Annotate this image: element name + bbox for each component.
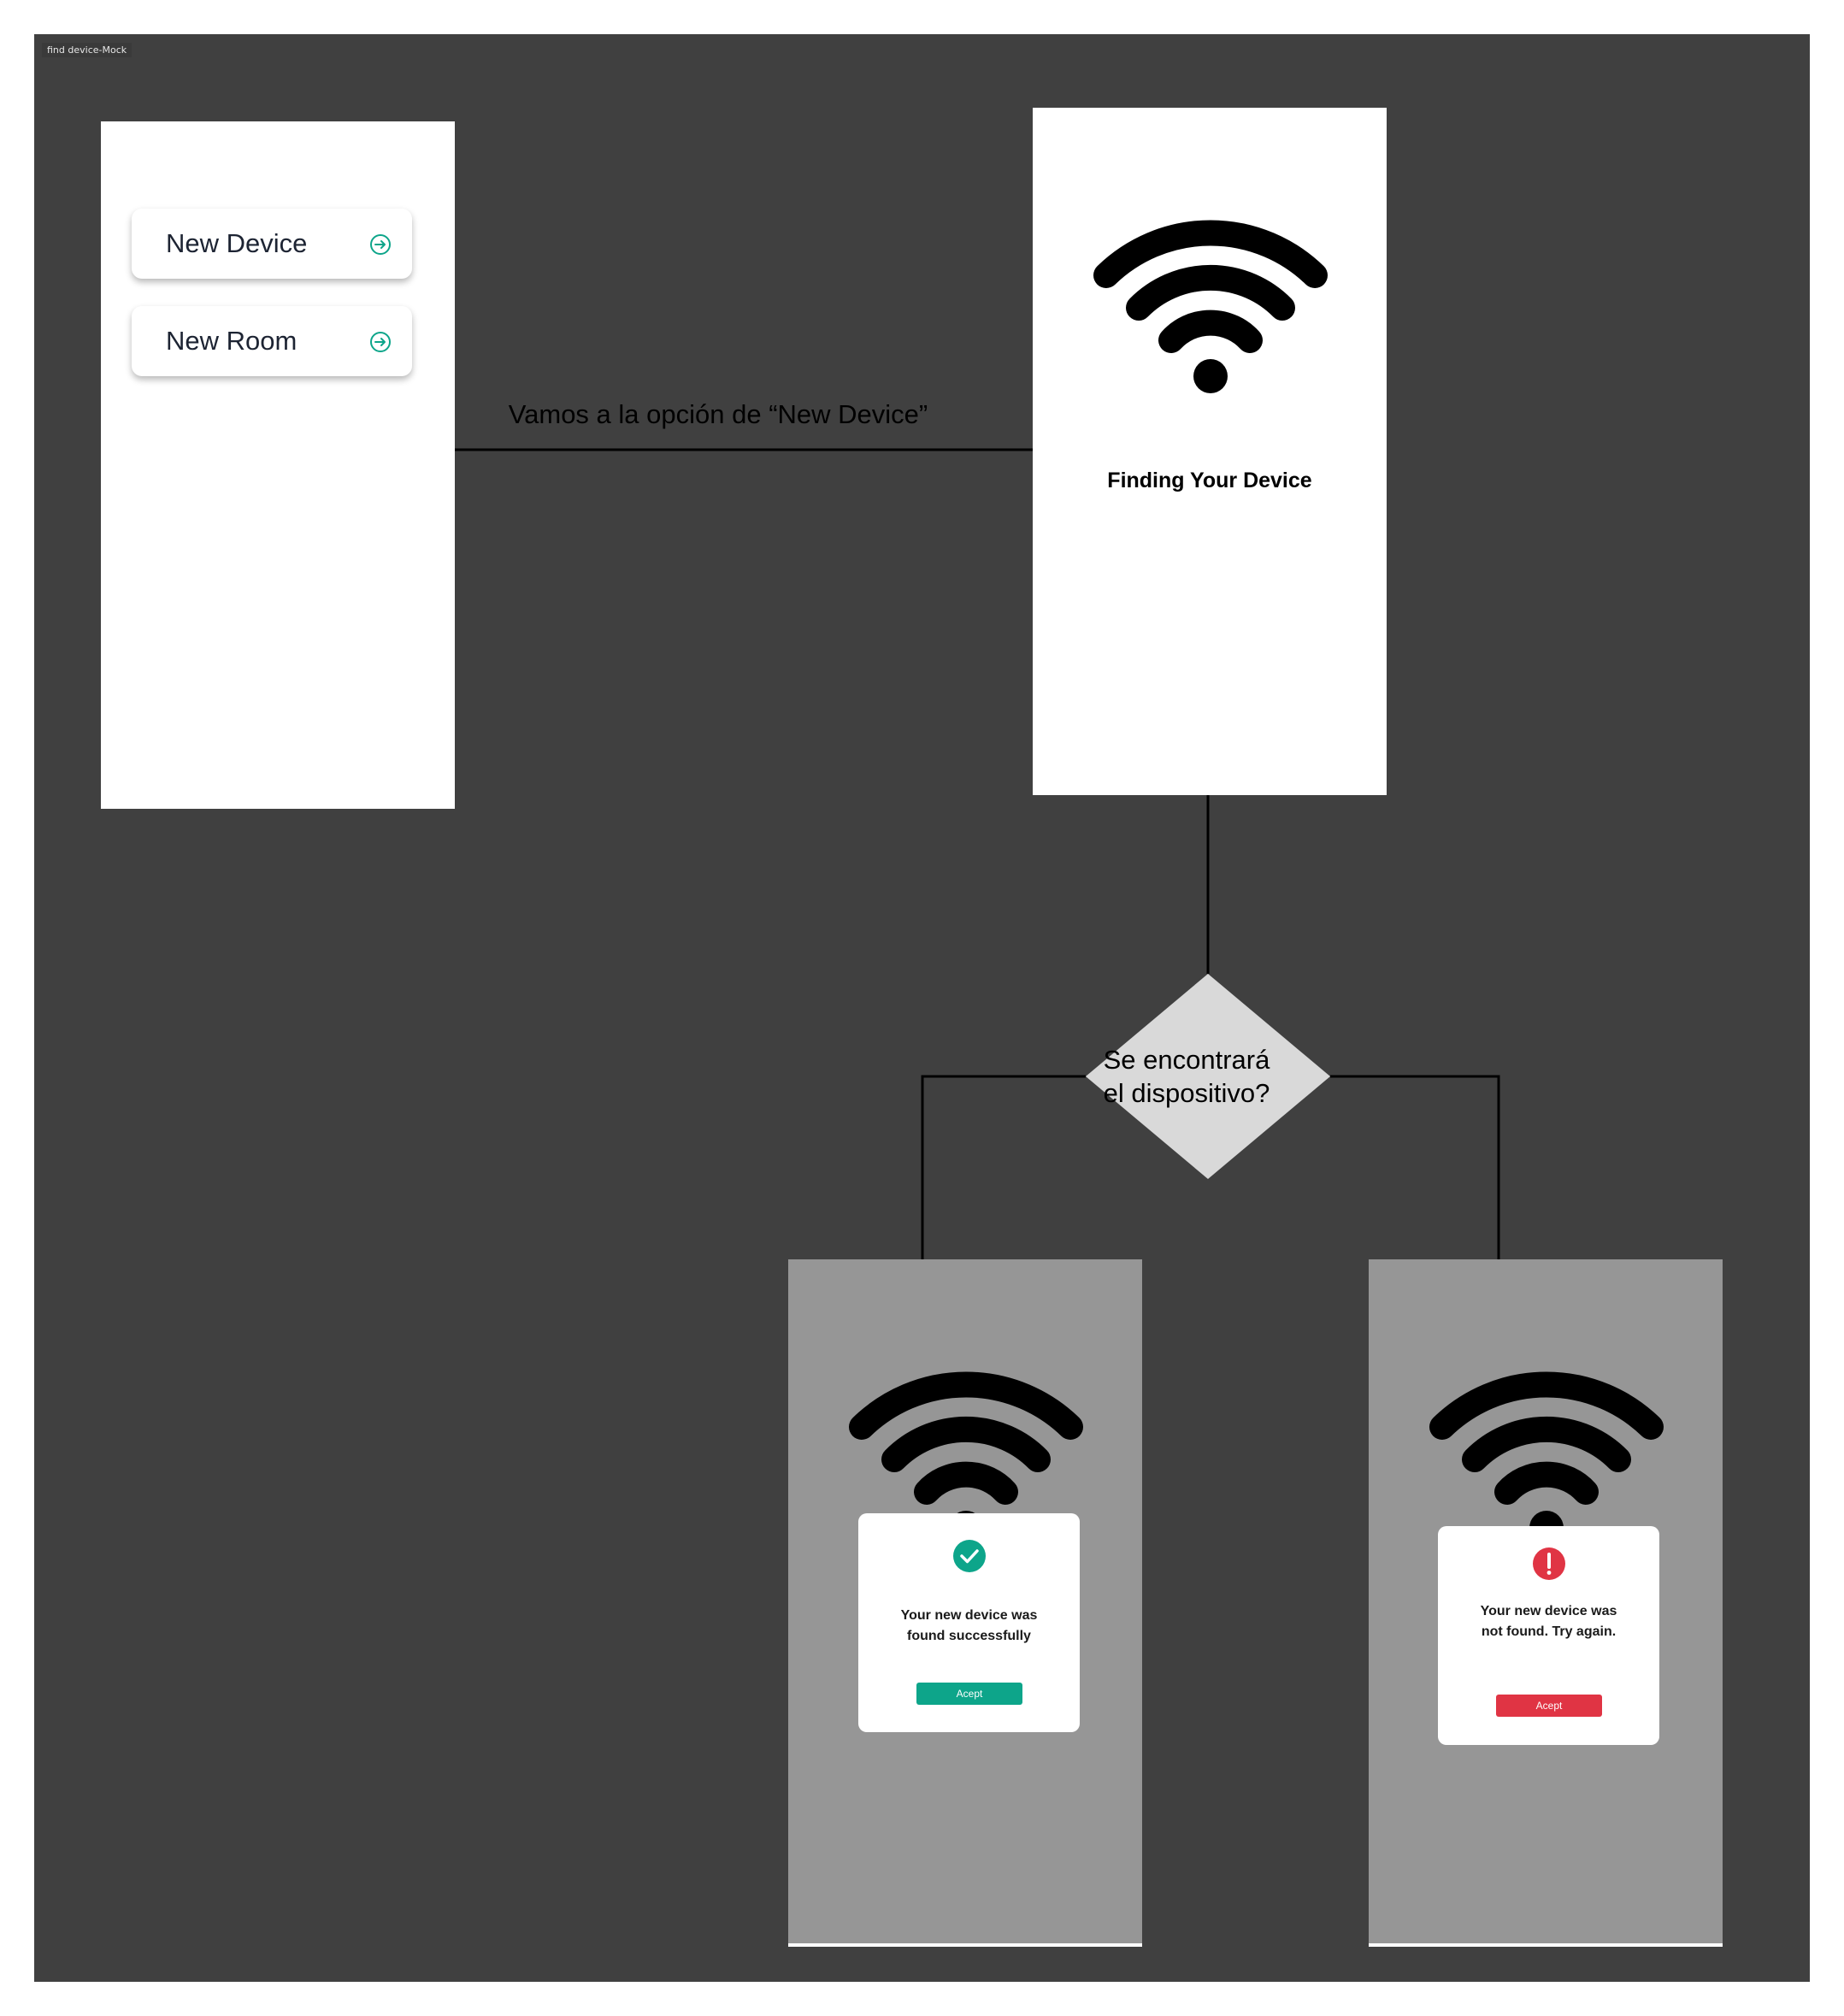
failure-message: Your new device was not found. Try again… <box>1438 1601 1659 1642</box>
success-message: Your new device was found successfully <box>858 1606 1080 1647</box>
success-dialog: Your new device was found successfully A… <box>858 1513 1080 1732</box>
success-accept-button[interactable]: Acept <box>916 1683 1022 1705</box>
arrow-right-circle-icon <box>370 234 391 255</box>
success-message-line2: found successfully <box>907 1629 1031 1643</box>
finding-title: Finding Your Device <box>1107 469 1312 492</box>
finding-screen: Finding Your Device <box>1033 108 1387 795</box>
success-message-line1: Your new device was <box>900 1608 1038 1623</box>
decision-label-line2: el dispositivo? <box>1103 1078 1270 1108</box>
decision-diamond <box>1086 974 1330 1179</box>
exclamation-circle-icon <box>1533 1547 1565 1580</box>
arrow-right-circle-icon <box>370 332 391 352</box>
connector-lines <box>455 448 1500 1259</box>
flow-canvas: find device-Mock Vamos a la opción de “N… <box>34 34 1810 1982</box>
decision-label-line1: Se encontrará <box>1103 1045 1270 1075</box>
connector-label: Vamos a la opción de “New Device” <box>508 399 928 429</box>
new-room-label: New Room <box>166 326 298 356</box>
decision-label: Se encontrará el dispositivo? <box>1063 1043 1311 1110</box>
frame-label[interactable]: find device-Mock <box>42 43 133 57</box>
connector-decision-to-failure <box>1330 1075 1500 1259</box>
failure-message-line1: Your new device was <box>1480 1604 1617 1618</box>
connector-decision-to-success <box>921 1075 1086 1259</box>
new-device-label: New Device <box>166 228 308 258</box>
failure-screen: Your new device was not found. Try again… <box>1369 1259 1723 1947</box>
wifi-icon <box>1429 1371 1664 1545</box>
wifi-icon <box>849 1371 1083 1545</box>
failure-message-line2: not found. Try again. <box>1481 1624 1617 1639</box>
failure-accept-button[interactable]: Acept <box>1496 1695 1602 1717</box>
wifi-icon <box>1093 220 1328 393</box>
new-room-button[interactable]: New Room <box>132 306 412 376</box>
menu-screen: New Device New Room <box>101 121 455 809</box>
check-circle-icon <box>953 1540 986 1572</box>
success-screen: Your new device was found successfully A… <box>788 1259 1142 1947</box>
new-device-button[interactable]: New Device <box>132 209 412 279</box>
failure-dialog: Your new device was not found. Try again… <box>1438 1526 1659 1745</box>
